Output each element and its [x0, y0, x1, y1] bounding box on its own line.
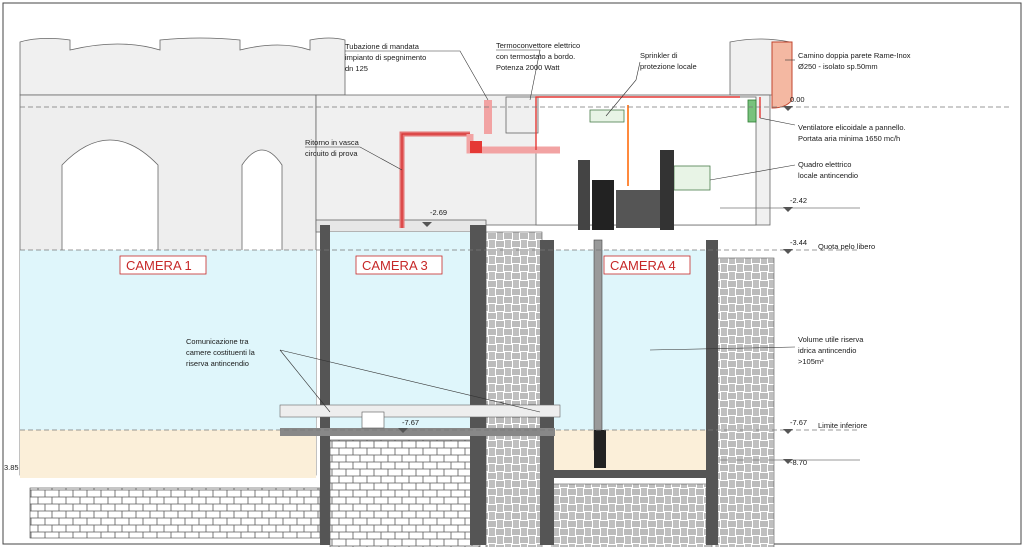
svg-text:Sprinkler di: Sprinkler di [640, 51, 678, 60]
structural-walls [320, 225, 718, 545]
level-label-767b: -7.67 [402, 418, 419, 427]
camera-1-water [20, 250, 316, 430]
camera-1-sediment [20, 430, 316, 478]
camera-4-floor [554, 470, 708, 478]
svg-text:Quota pelo libero: Quota pelo libero [818, 242, 875, 251]
level-label-242: -2.42 [790, 196, 807, 205]
svg-text:protezione locale: protezione locale [640, 62, 697, 71]
svg-text:dn 125: dn 125 [345, 64, 368, 73]
sump-box [361, 411, 385, 429]
label-camino: Camino doppia parete Rame-Inox Ø250 - is… [798, 51, 911, 71]
bottom-slab [280, 428, 555, 436]
camera-labels: CAMERA 1 CAMERA 3 CAMERA 4 [119, 255, 691, 275]
svg-text:Portata aria minima 1650 mc/h: Portata aria minima 1650 mc/h [798, 134, 900, 143]
svg-text:riserva antincendio: riserva antincendio [186, 359, 249, 368]
level-markers [398, 106, 793, 464]
svg-text:Comunicazione tra: Comunicazione tra [186, 337, 249, 346]
electric-panel [673, 165, 711, 191]
svg-text:Ventilatore elicoidale a panne: Ventilatore elicoidale a pannello. [798, 123, 906, 132]
camera-4-sediment [552, 430, 710, 470]
camera-3-label: CAMERA 3 [362, 258, 428, 273]
label-tubazione: Tubazione di mandata impianto di spegnim… [345, 42, 426, 73]
level-label-767: -7.67 [790, 418, 807, 427]
svg-text:idrica antincendio: idrica antincendio [798, 346, 856, 355]
valve [470, 141, 482, 153]
camera-4-label: CAMERA 4 [610, 258, 676, 273]
level-label-269: -2.69 [430, 208, 447, 217]
svg-text:con termostato a bordo.: con termostato a bordo. [496, 52, 575, 61]
basketweave-fill-1 [485, 231, 543, 549]
machine-room [315, 94, 771, 226]
communication-passage [279, 404, 561, 418]
level-label-385: 3.85 [4, 463, 19, 472]
svg-text:camere costituenti la: camere costituenti la [186, 348, 256, 357]
label-sprinkler: Sprinkler di protezione locale [640, 51, 697, 71]
svg-text:circuito di prova: circuito di prova [305, 149, 358, 158]
level-label-0: 0.00 [790, 95, 805, 104]
leader-lines [279, 49, 796, 413]
svg-text:Termoconvettore elettrico: Termoconvettore elettrico [496, 41, 580, 50]
fan-unit [747, 99, 757, 123]
svg-text:impianto di spegnimento: impianto di spegnimento [345, 53, 426, 62]
pump-assembly [578, 150, 674, 468]
label-ritorno: Ritorno in vasca circuito di prova [305, 138, 360, 158]
camera-1-label: CAMERA 1 [126, 258, 192, 273]
heater-unit [589, 109, 625, 123]
foundation-brick-left [29, 487, 321, 539]
svg-text:>105m³: >105m³ [798, 357, 824, 366]
label-quota: Quota pelo libero [818, 242, 875, 251]
foundation-brick-center [329, 439, 481, 549]
label-termoconvettore: Termoconvettore elettrico con termostato… [496, 41, 580, 72]
label-volume: Volume utile riserva idrica antincendio … [798, 335, 864, 366]
label-ventilatore: Ventilatore elicoidale a pannello. Porta… [798, 123, 906, 143]
svg-text:Camino doppia parete Rame-Inox: Camino doppia parete Rame-Inox [798, 51, 911, 60]
chimney-pipe [771, 41, 793, 109]
basketweave-fill-2 [715, 257, 775, 549]
label-limite: Limite inferiore [818, 421, 867, 430]
level-lines [20, 106, 1010, 431]
svg-text:locale antincendio: locale antincendio [798, 171, 858, 180]
label-comunicazione: Comunicazione tra camere costituenti la … [186, 337, 256, 368]
level-label-344: -3.44 [790, 238, 807, 247]
label-quadro: Quadro elettrico locale antincendio [798, 160, 858, 180]
svg-text:Volume utile riserva: Volume utile riserva [798, 335, 864, 344]
svg-text:Quadro elettrico: Quadro elettrico [798, 160, 851, 169]
svg-text:Ø250 - isolato sp.50mm: Ø250 - isolato sp.50mm [798, 62, 878, 71]
svg-text:Limite inferiore: Limite inferiore [818, 421, 867, 430]
svg-text:Ritorno in vasca: Ritorno in vasca [305, 138, 360, 147]
level-label-870: -8.70 [790, 458, 807, 467]
basketweave-fill-3 [551, 483, 713, 549]
svg-text:Tubazione di mandata: Tubazione di mandata [345, 42, 420, 51]
svg-text:Potenza 2000 Watt: Potenza 2000 Watt [496, 63, 560, 72]
